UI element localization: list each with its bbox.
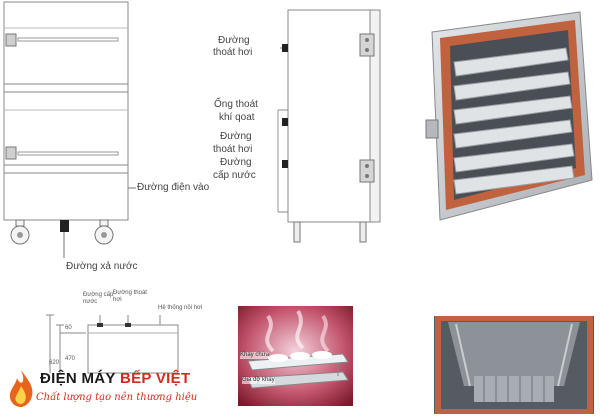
chamber-bottom-photo xyxy=(434,316,594,414)
dim-620: 620 xyxy=(49,360,60,366)
brand-logo: ĐIỆN MÁY BẾP VIỆT Chất lượng tạo nên thư… xyxy=(6,368,206,414)
boiler-schematic xyxy=(46,314,179,374)
label-gas-vent-b: khí qoat xyxy=(219,112,255,123)
label-power-inlet: Đường điện vào xyxy=(137,182,210,193)
label-drain: Đường xả nước xyxy=(66,261,138,272)
label-water-inlet-a: Đường xyxy=(220,157,252,168)
brand-name-part2: BẾP VIỆT xyxy=(119,370,191,387)
label-tray: Khay chứa xyxy=(240,352,270,359)
schem-label-water-in-a: Đường cấp xyxy=(83,292,114,298)
label-steam-outlet-2a: Đường xyxy=(220,131,252,142)
label-steam-outlet-1a: Đường xyxy=(218,35,250,46)
label-tray-rack: Giá đỡ khay xyxy=(242,377,275,384)
schem-label-water-in-b: nước xyxy=(83,299,98,305)
dim-470: 470 xyxy=(65,356,76,362)
schem-label-steam-out-a: Đường thoát xyxy=(113,290,147,296)
schem-label-steam-out-b: hơi xyxy=(113,297,122,303)
flame-icon xyxy=(9,370,33,407)
side-view-drawing xyxy=(277,9,381,243)
brand-name-part1: ĐIỆN MÁY xyxy=(40,370,116,387)
brand-slogan: Chất lượng tạo nên thương hiệu xyxy=(36,392,198,403)
label-steam-outlet-1b: thoát hơi xyxy=(213,47,253,58)
label-steam-outlet-2b: thoát hơi xyxy=(213,144,253,155)
dim-60: 60 xyxy=(65,325,72,331)
schem-label-boiler: Hệ thống nồi hơi xyxy=(158,305,203,311)
label-water-inlet-b: cấp nước xyxy=(213,170,256,181)
label-gas-vent-a: Ống thoát xyxy=(214,99,258,110)
cabinet-interior-photo xyxy=(420,10,595,230)
front-view-drawing xyxy=(3,1,136,258)
brand-name: ĐIỆN MÁY BẾP VIỆT xyxy=(40,370,190,387)
